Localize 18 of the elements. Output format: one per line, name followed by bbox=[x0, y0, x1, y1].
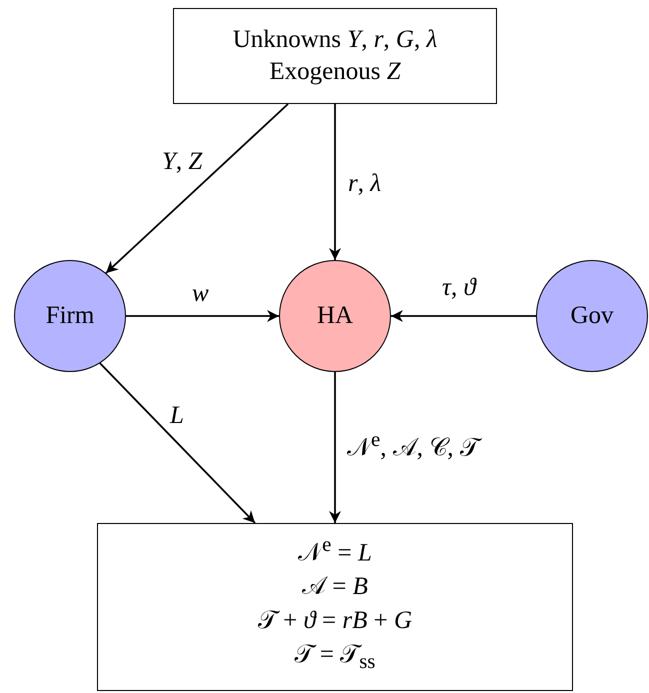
node-label: Firm bbox=[46, 300, 94, 331]
arrow bbox=[391, 310, 536, 322]
equation: 𝒜 = B bbox=[302, 572, 368, 602]
arrow bbox=[329, 104, 341, 260]
node-label: HA bbox=[316, 300, 354, 331]
node-label: Unknowns Y, r, G, λ bbox=[232, 24, 438, 54]
arrow bbox=[99, 362, 256, 524]
equation: 𝒯 = 𝒯$_{ss}$ bbox=[294, 640, 376, 675]
equations-box bbox=[97, 523, 573, 691]
equation: 𝒯 + ϑ = rB + G bbox=[258, 606, 412, 636]
edge-label: r, λ bbox=[346, 170, 384, 198]
arrow bbox=[105, 103, 289, 274]
node-label: Exogenous Z bbox=[269, 57, 401, 87]
node-label: Gov bbox=[570, 300, 614, 331]
arrow bbox=[126, 310, 279, 322]
equation: 𝒩$^{e}$ = L bbox=[298, 531, 372, 568]
process-box bbox=[173, 8, 497, 104]
arrow bbox=[329, 372, 341, 523]
